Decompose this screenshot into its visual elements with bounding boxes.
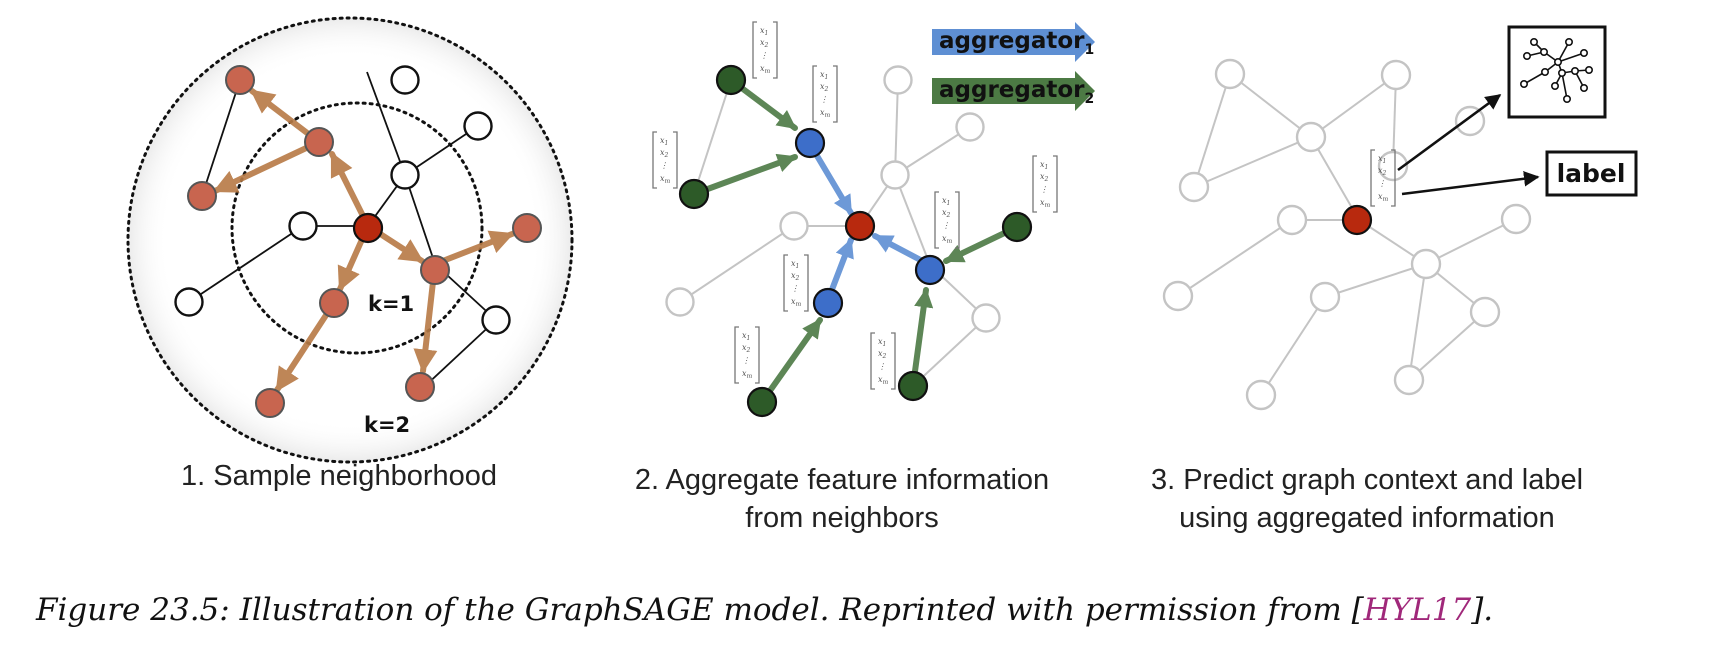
target-node — [1341, 204, 1373, 236]
vector-entry: x1 — [1378, 154, 1386, 165]
vector-entry: x2 — [742, 343, 751, 354]
citation-link[interactable]: HYL17 — [1363, 592, 1472, 628]
aggregator1-label: aggregator — [939, 28, 1085, 54]
vector-entry: x1 — [791, 259, 799, 270]
vector-bracket — [1032, 155, 1058, 213]
target-node — [352, 212, 384, 244]
vector-entry: ⋮ — [760, 51, 768, 60]
vector-entry: x2 — [1378, 166, 1387, 177]
graph-context-box — [1507, 25, 1607, 119]
vector-entry: x1 — [820, 70, 828, 81]
vector-entry: ⋮ — [742, 356, 750, 365]
panel-predict-context: label — [1162, 25, 1638, 411]
aggregator2-subscript: 2 — [1085, 91, 1095, 107]
vector-entry: x2 — [660, 148, 669, 159]
aggregator1-arrow: aggregator1 — [932, 22, 1095, 62]
vector-entry: xm — [820, 108, 831, 119]
vector-entry: xm — [878, 375, 889, 386]
vector-entry: x2 — [878, 349, 887, 360]
hop2-nodes — [678, 64, 1033, 418]
label-box: label — [1545, 150, 1638, 197]
vector-entry: ⋮ — [1378, 179, 1386, 188]
label-arrow — [1401, 171, 1540, 196]
vector-bracket — [652, 131, 678, 189]
vector-entry: x1 — [942, 196, 950, 207]
figure-caption: Figure 23.5: Illustration of the GraphSA… — [36, 592, 1726, 628]
vector-entry: x2 — [791, 271, 800, 282]
aggregator2-label: aggregator — [939, 77, 1085, 103]
vector-bracket — [870, 332, 896, 390]
vector-entry: xm — [742, 369, 753, 380]
vector-entry: xm — [1378, 192, 1389, 203]
vector-entry: x1 — [760, 26, 768, 37]
faded-nodes — [665, 65, 1001, 333]
panel-aggregate-features: aggregator1 aggregator2 — [665, 22, 1095, 418]
vector-entry: ⋮ — [660, 161, 668, 170]
mini-graph-icon — [1520, 37, 1594, 104]
vector-bracket — [752, 21, 778, 79]
svg-text:aggregator1: aggregator1 — [939, 28, 1094, 58]
vector-entry: ⋮ — [878, 362, 886, 371]
context-arrow — [1397, 93, 1502, 172]
vector-entry: xm — [791, 297, 802, 308]
aggregator2-arrow: aggregator2 — [932, 71, 1095, 111]
svg-text:aggregator2: aggregator2 — [939, 77, 1094, 107]
vector-entry: x2 — [820, 82, 829, 93]
vector-entry: x2 — [1040, 172, 1049, 183]
vector-entry: xm — [660, 174, 671, 185]
faded-edges — [679, 79, 987, 387]
panel-sample-neighborhood: k=1 k=2 — [126, 16, 574, 464]
hop1-nodes — [794, 127, 946, 319]
vector-entry: x1 — [660, 136, 668, 147]
vector-entry: x2 — [760, 38, 769, 49]
aggregator1-subscript: 1 — [1085, 42, 1095, 58]
figure-caption-text: Figure 23.5: Illustration of the GraphSA… — [36, 592, 1364, 628]
panel3-caption-line2: using aggregated information — [1179, 502, 1555, 534]
vector-entry: ⋮ — [1040, 185, 1048, 194]
k1-label: k=1 — [368, 292, 414, 316]
k2-label: k=2 — [364, 413, 410, 437]
vector-bracket — [1370, 149, 1396, 207]
vector-bracket — [783, 254, 809, 312]
panel3-caption-line1: 3. Predict graph context and label — [1151, 464, 1583, 496]
vector-entry: xm — [1040, 198, 1051, 209]
k2-halo — [128, 18, 572, 462]
white-nodes — [174, 65, 511, 335]
vector-entry: ⋮ — [820, 95, 828, 104]
panel1-caption: 1. Sample neighborhood — [181, 460, 497, 492]
faded-nodes — [1162, 58, 1532, 411]
vector-entry: x1 — [1040, 160, 1048, 171]
vector-entry: xm — [760, 64, 771, 75]
vector-bracket — [812, 65, 838, 123]
panel2-caption-line1: 2. Aggregate feature information — [635, 464, 1049, 496]
vector-entry: ⋮ — [942, 221, 950, 230]
vector-bracket — [934, 191, 960, 249]
label-box-text: label — [1557, 159, 1626, 188]
sampled-nodes — [187, 65, 542, 418]
vector-entry: x1 — [742, 331, 750, 342]
vector-entry: xm — [942, 234, 953, 245]
graphsage-diagram: k=1 k=2 — [126, 16, 1638, 534]
target-node — [844, 210, 876, 242]
vector-entry: ⋮ — [791, 284, 799, 293]
vector-entry: x2 — [942, 208, 951, 219]
k2-boundary — [126, 16, 574, 464]
k1-boundary — [230, 101, 484, 355]
vector-entry: x1 — [878, 337, 886, 348]
panel2-caption-line2: from neighbors — [745, 502, 938, 534]
vector-bracket — [734, 326, 760, 384]
figure-caption-end: ]. — [1471, 592, 1494, 628]
